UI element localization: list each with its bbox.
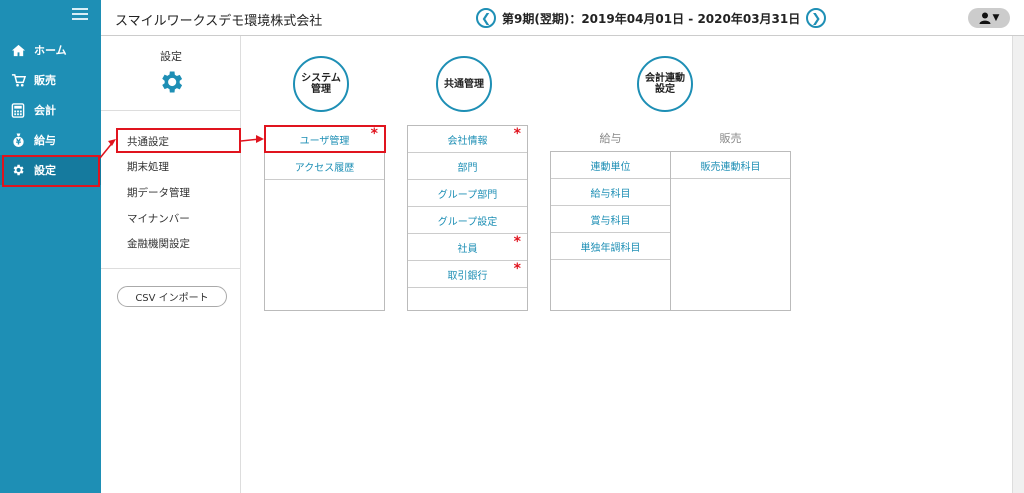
subpanel-item-mynumber[interactable]: マイナンバー [127,213,190,225]
menu-sales-link-accounts[interactable]: 販売連動科目 [671,152,790,179]
hamburger-menu-icon[interactable] [72,8,88,20]
gear-icon [10,162,26,178]
section-title: 会計連動 [645,73,685,84]
highlight-settings-nav [2,155,100,187]
accounting-link-circle: 会計連動設定 [637,56,693,112]
menu-bank[interactable]: 取引銀行 * [408,261,527,288]
chevron-right-icon[interactable]: ❯ [806,8,827,28]
required-mark: * [513,126,521,142]
section-title: 設定 [655,84,675,95]
nav-item-home[interactable]: ホーム [0,35,101,65]
chevron-left-icon[interactable]: ❮ [476,8,496,28]
user-icon [979,12,991,24]
nav-item-accounting[interactable]: 会計 [0,95,101,125]
required-mark: * [513,261,521,277]
menu-label: 単独年調科目 [580,242,641,254]
required-mark: * [370,126,378,142]
menu-group-department[interactable]: グループ部門 [408,180,527,207]
money-bag-icon: ¥ [10,132,26,148]
menu-company-info[interactable]: 会社情報 * [408,126,527,153]
highlight-common-settings [116,128,241,153]
period-label: 第9期(翌期)：2019年04月01日 - 2020年03月31日 [502,11,801,26]
menu-label: 取引銀行 [447,270,488,282]
menu-access-history[interactable]: アクセス履歴 [265,153,384,180]
section-title: システム [301,73,341,84]
menu-salary-accounts[interactable]: 給与科目 [551,179,670,206]
calculator-icon [10,102,26,118]
nav-label: 給与 [34,134,56,147]
caret-down-icon: ▼ [992,13,1000,23]
left-nav: ホーム 販売 会計 ¥ 給与 設定 [0,0,101,493]
company-name: スマイルワークスデモ環境株式会社 [115,14,323,29]
menu-label: ユーザ管理 [299,135,350,147]
highlight-user-management [264,125,386,153]
nav-label: 販売 [34,74,56,87]
nav-label: 設定 [34,164,56,177]
section-title: 管理 [310,84,331,95]
nav-item-sales[interactable]: 販売 [0,65,101,95]
subpanel-item-period-end[interactable]: 期末処理 [127,161,169,173]
subpanel-title: 設定 [160,50,182,63]
subpanel-item-period-data[interactable]: 期データ管理 [127,187,190,199]
section-title: 共通管理 [444,78,484,90]
period-selector: ❮ 第9期(翌期)：2019年04月01日 - 2020年03月31日 ❯ [476,8,827,28]
nav-label: ホーム [34,44,67,57]
subpanel-item-bank-settings[interactable]: 金融機関設定 [127,238,190,250]
menu-label: グループ部門 [437,189,498,201]
menu-label: 部門 [457,162,478,174]
common-management-circle: 共通管理 [436,56,492,112]
menu-label: 賞与科目 [590,215,631,227]
nav-label: 会計 [34,104,56,117]
system-management-circle: システム管理 [293,56,349,112]
nav-item-payroll[interactable]: ¥ 給与 [0,125,101,155]
menu-link-unit[interactable]: 連動単位 [551,152,670,179]
menu-label: 販売連動科目 [700,161,761,173]
subpanel-item-common-settings[interactable]: 共通設定 [127,136,169,148]
required-mark: * [513,234,521,250]
payroll-link-list: 連動単位 給与科目 賞与科目 単独年調科目 [550,151,671,311]
menu-bonus-accounts[interactable]: 賞与科目 [551,206,670,233]
menu-label: グループ設定 [437,216,498,228]
common-management-list: 会社情報 * 部門 グループ部門 グループ設定 社員 * 取引銀行 * [407,125,528,311]
divider [101,110,241,111]
svg-text:¥: ¥ [15,138,21,147]
menu-employee[interactable]: 社員 * [408,234,527,261]
menu-label: 給与科目 [590,188,631,200]
sales-column-head: 販売 [719,132,742,145]
vertical-scrollbar[interactable] [1012,36,1024,493]
cart-icon [10,72,26,88]
divider [101,268,241,269]
menu-label: 会社情報 [447,135,488,147]
payroll-column-head: 給与 [599,132,622,145]
main-content: システム管理 ユーザ管理 * アクセス履歴 共通管理 会社情報 * 部門 グループ部… [241,36,1012,493]
csv-import-button[interactable]: CSV インポート [117,286,227,307]
menu-label: 連動単位 [590,161,631,173]
menu-department[interactable]: 部門 [408,153,527,180]
home-icon [10,42,26,58]
top-header: スマイルワークスデモ環境株式会社 ❮ 第9期(翌期)：2019年04月01日 -… [101,0,1024,36]
sales-link-list: 販売連動科目 [670,151,791,311]
menu-year-end-accounts[interactable]: 単独年調科目 [551,233,670,260]
gear-icon [157,68,185,96]
menu-group-settings[interactable]: グループ設定 [408,207,527,234]
menu-label: アクセス履歴 [294,162,355,174]
nav-item-settings[interactable]: 設定 [0,155,101,185]
menu-label: 社員 [457,243,478,255]
user-menu-button[interactable]: ▼ [968,8,1010,28]
settings-subpanel: 設定 共通設定 期末処理 期データ管理 マイナンバー 金融機関設定 CSV イン… [101,36,241,493]
